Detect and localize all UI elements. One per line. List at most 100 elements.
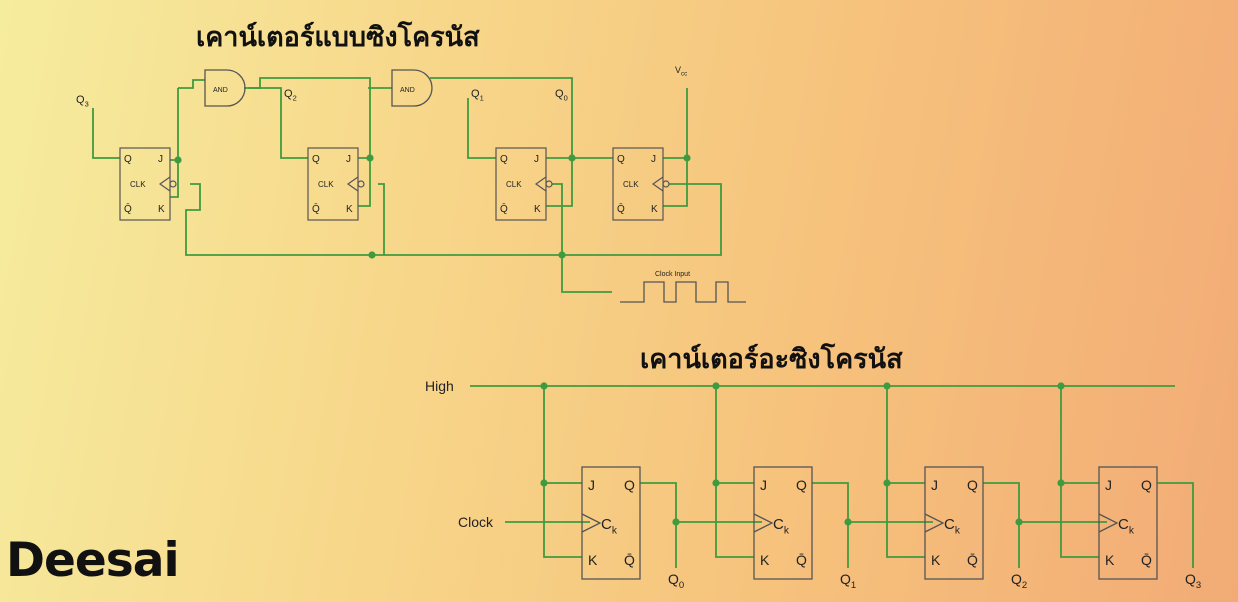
- junction-dot: [683, 154, 691, 162]
- wire: [1060, 386, 1099, 484]
- pin-j-label: J: [651, 154, 656, 165]
- wire: [244, 87, 308, 159]
- junction-dot: [540, 479, 548, 487]
- wire: [552, 183, 612, 293]
- pin-j-label: J: [588, 477, 595, 493]
- pin-ck-label: Ck: [773, 516, 790, 537]
- clock-triangle: [753, 513, 774, 533]
- sync-flip-flop: [612, 147, 670, 221]
- pin-k-label: K: [158, 204, 165, 215]
- sync-flip-flop: [495, 147, 553, 221]
- wire: [715, 483, 754, 558]
- clock-triangle: [1098, 513, 1119, 533]
- clock-triangle: [158, 176, 171, 192]
- async-flip-flop: [1098, 466, 1158, 580]
- wire: [430, 77, 573, 159]
- pin-qbar-label: Q̄: [312, 202, 320, 215]
- clock-bubble: [662, 180, 670, 188]
- sync-counter-title: เคาน์เตอร์แบบซิงโครนัส: [196, 22, 480, 53]
- vcc-label: Vcc: [675, 65, 687, 78]
- output-q1-label: Q1: [840, 571, 856, 591]
- flip-flop-box: [581, 466, 641, 580]
- output-q3-label: Q3: [1185, 571, 1201, 591]
- sync-flip-flop: [307, 147, 365, 221]
- flip-flop-box: [924, 466, 984, 580]
- clock-input-label: Clock Input: [655, 271, 690, 278]
- wire: [92, 108, 120, 159]
- junction-dot: [844, 518, 852, 526]
- pin-q-label: Q: [967, 477, 978, 493]
- wire: [546, 158, 573, 207]
- circuit-wires: [92, 77, 1194, 568]
- pin-qbar-label: Q̄: [967, 552, 978, 568]
- clock-bubble: [545, 180, 553, 188]
- junction-dot: [540, 382, 548, 390]
- wire: [467, 98, 496, 159]
- pin-clk-label: CLK: [130, 180, 146, 189]
- wire: [663, 88, 688, 207]
- wire: [543, 386, 582, 484]
- pin-j-label: J: [760, 477, 767, 493]
- wire: [378, 183, 385, 255]
- output-q3-label: Q3: [76, 94, 89, 108]
- pin-k-label: K: [760, 552, 770, 568]
- clock-triangle: [651, 176, 664, 192]
- pin-ck-label: Ck: [601, 516, 618, 537]
- wire: [1157, 482, 1194, 568]
- pin-j-label: J: [346, 154, 351, 165]
- and-gate-label: AND: [213, 87, 228, 94]
- and-gate: [391, 69, 433, 107]
- wire: [983, 482, 1020, 568]
- clock-triangle: [581, 513, 602, 533]
- pin-k-label: K: [346, 204, 353, 215]
- async-counter-title: เคาน์เตอร์อะซิงโครนัส: [640, 344, 903, 375]
- pin-k-label: K: [588, 552, 598, 568]
- wire: [886, 386, 925, 484]
- junction-dot: [712, 382, 720, 390]
- pin-qbar-label: Q̄: [124, 202, 132, 215]
- pin-j-label: J: [534, 154, 539, 165]
- junction-dot: [672, 518, 680, 526]
- pin-j-label: J: [931, 477, 938, 493]
- wire: [170, 160, 179, 198]
- pin-k-label: K: [534, 204, 541, 215]
- pin-clk-label: CLK: [506, 180, 522, 189]
- clock-triangle: [924, 513, 945, 533]
- junction-dot: [883, 479, 891, 487]
- high-label: High: [425, 378, 454, 394]
- and-gate-label: AND: [400, 87, 415, 94]
- wire: [886, 483, 925, 558]
- pin-ck-label: Ck: [944, 516, 961, 537]
- wire: [178, 79, 205, 89]
- output-q0-label: Q0: [555, 88, 568, 102]
- wire: [358, 158, 371, 207]
- flip-flop-box: [753, 466, 813, 580]
- wire: [185, 183, 722, 256]
- async-flip-flop: [924, 466, 984, 580]
- pin-q-label: Q: [1141, 477, 1152, 493]
- wire: [715, 386, 754, 484]
- sync-flip-flop: [119, 147, 177, 221]
- pin-k-label: K: [1105, 552, 1115, 568]
- junction-dot: [1057, 382, 1065, 390]
- pin-q-label: Q: [124, 154, 132, 165]
- output-q1-label: Q1: [471, 88, 484, 102]
- and-gate-body: [391, 69, 433, 107]
- pin-j-label: J: [158, 154, 163, 165]
- wire: [543, 483, 582, 558]
- wire: [812, 482, 849, 568]
- pin-q-label: Q: [624, 477, 635, 493]
- pin-q-label: Q: [796, 477, 807, 493]
- wire: [248, 77, 371, 159]
- clock-waveform: [620, 281, 746, 303]
- clock-label: Clock: [458, 514, 494, 530]
- wire: [640, 482, 677, 568]
- output-q2-label: Q2: [284, 88, 297, 102]
- and-gate: [204, 69, 246, 107]
- junction-dot: [1015, 518, 1023, 526]
- pin-qbar-label: Q̄: [624, 552, 635, 568]
- async-flip-flop: [753, 466, 813, 580]
- clock-bubble: [169, 180, 177, 188]
